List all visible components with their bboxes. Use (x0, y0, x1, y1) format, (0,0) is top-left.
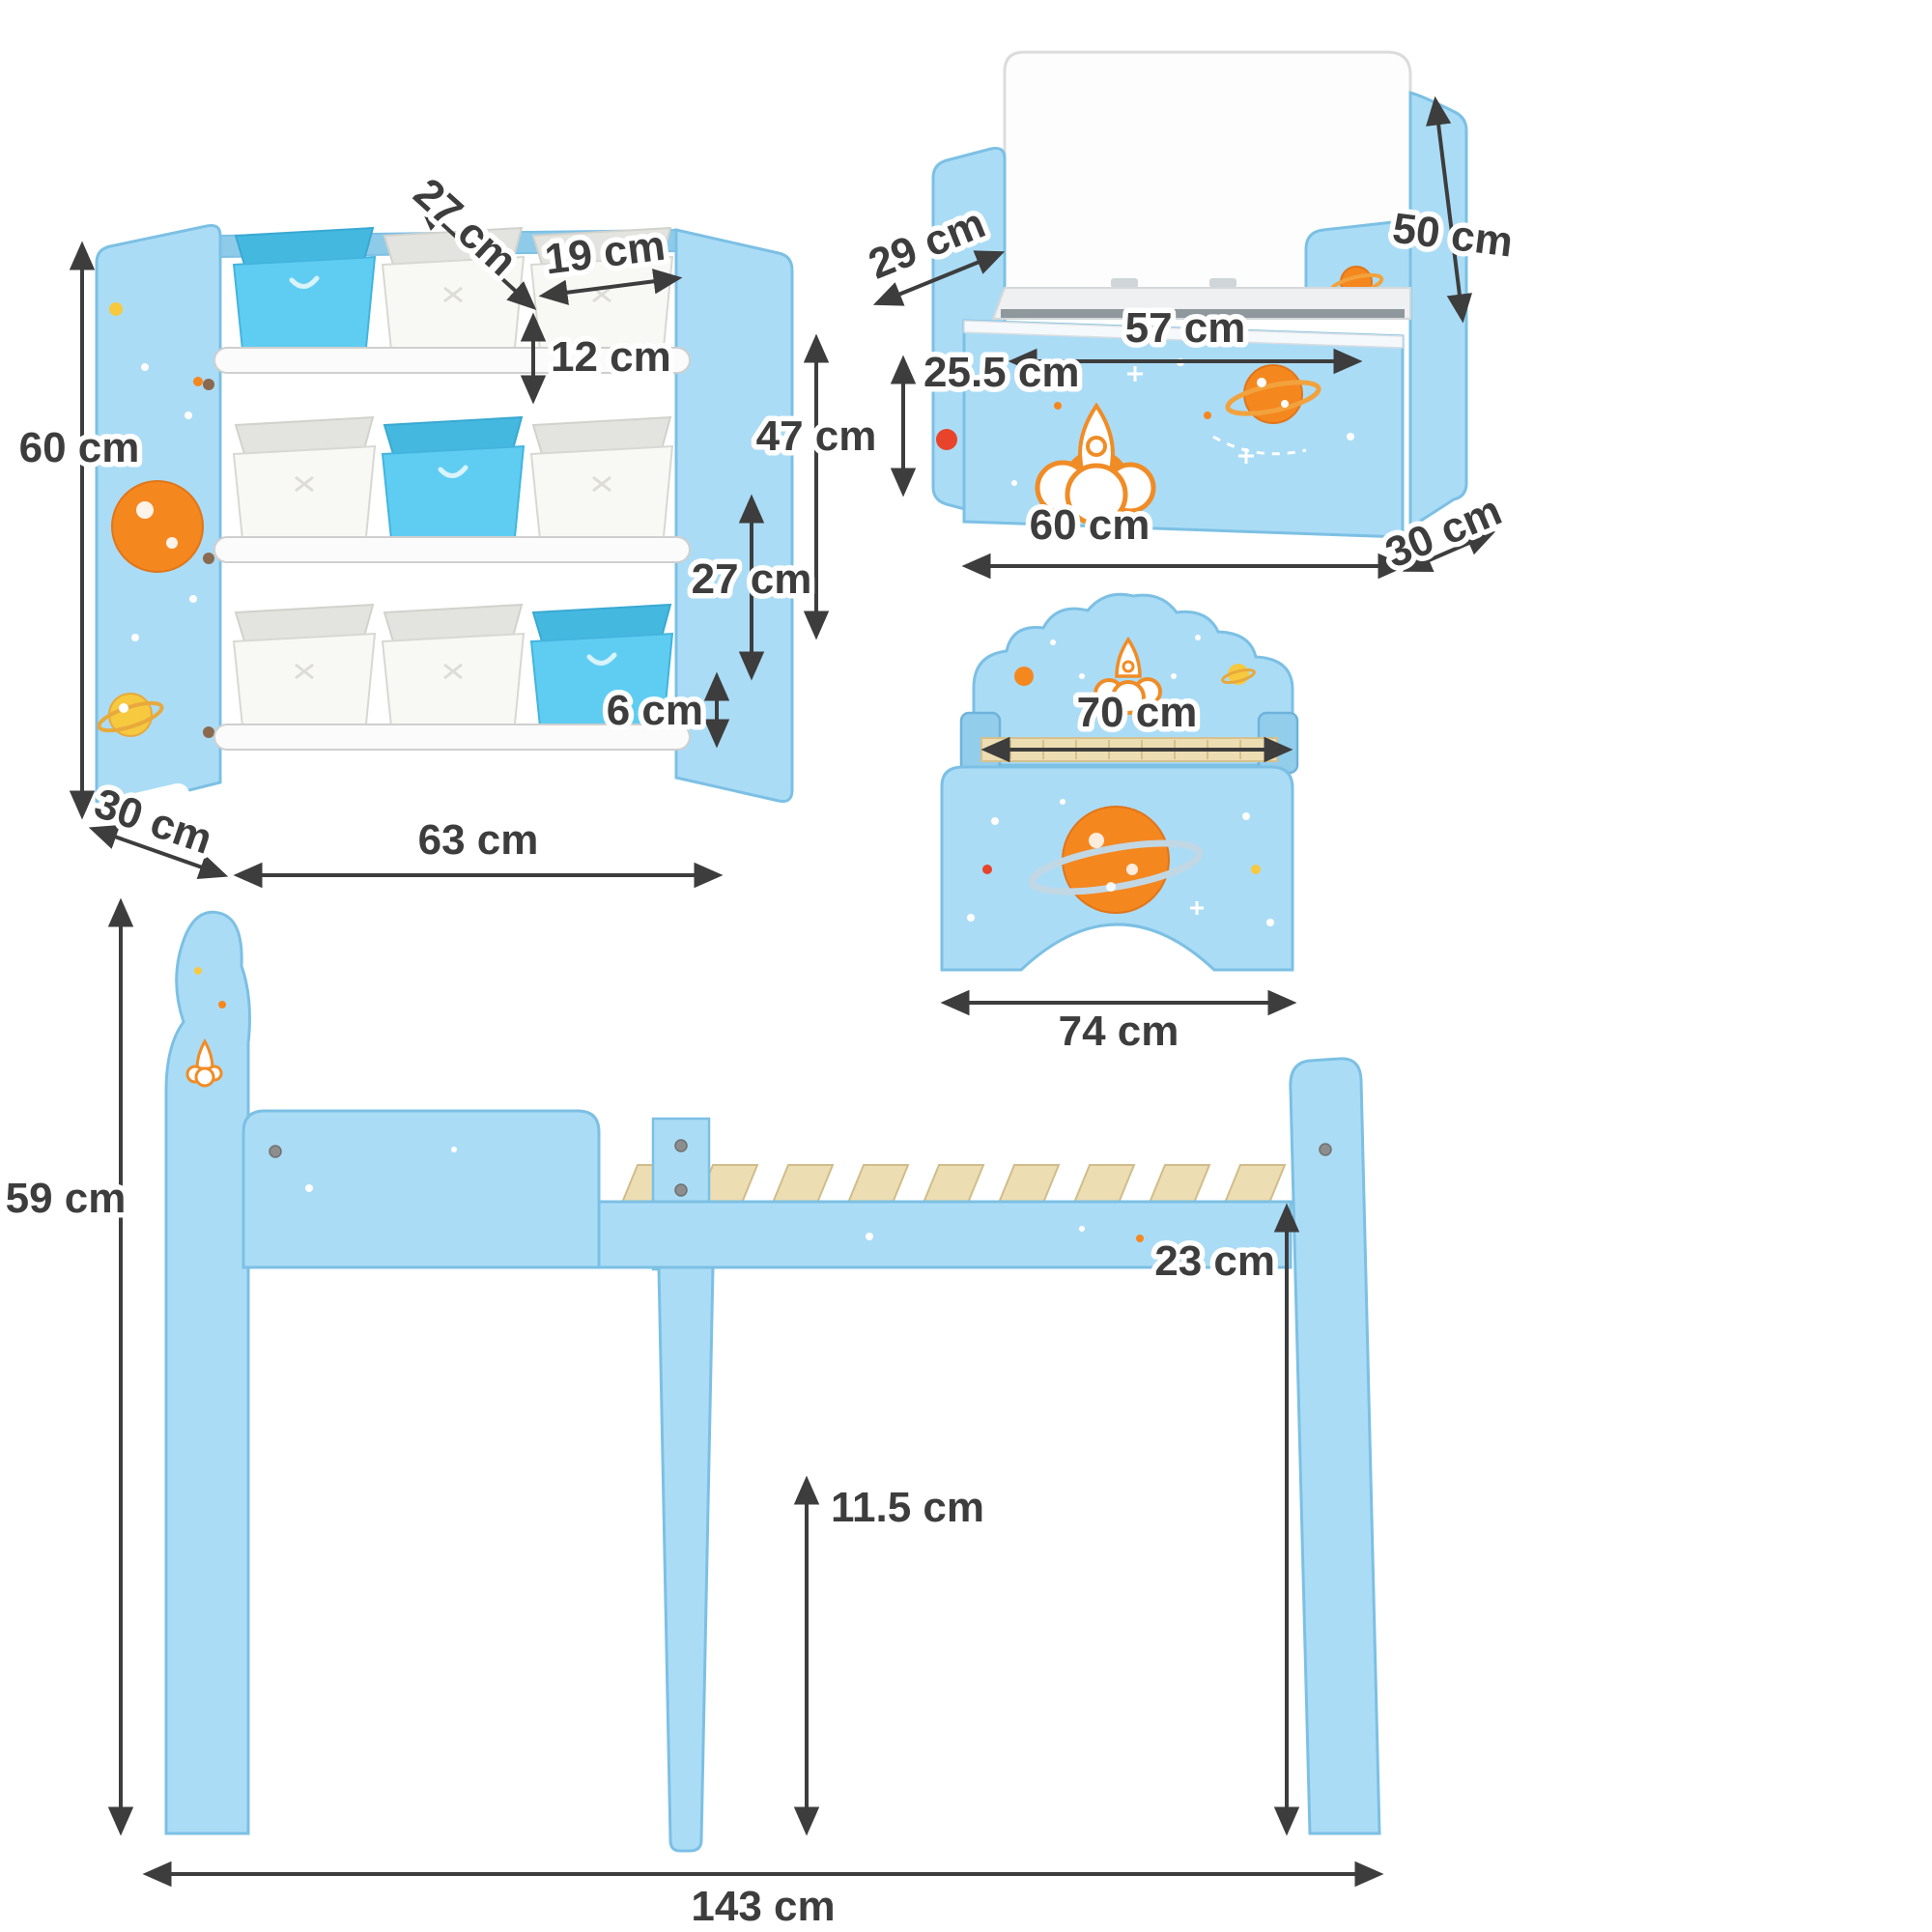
toybox-front-rim (963, 320, 1404, 349)
dim-label-organizer-height: 60 cm (19, 424, 140, 471)
dim-label-lower-section: 27 cm (692, 555, 812, 603)
bed-side-screws (269, 1139, 1332, 1197)
organizer-ringed-planet-decal (97, 693, 164, 737)
dim-label-bed-height: 59 cm (6, 1175, 127, 1222)
dimension-arrow-box-depth (1402, 530, 1496, 573)
bed-side-dimensions: 59 cm 23 cm 11.5 cm 143 cm (0, 897, 1384, 1932)
dim-label-upper-section: 47 cm (756, 412, 877, 460)
bed-headboard-planet-decals (1014, 635, 1256, 686)
toy-box-illustration: 29 cm 57 cm 50 cm 25.5 cm 60 cm 30 cm (857, 50, 1520, 582)
organizer-bin-rows (213, 228, 691, 751)
dim-label-clearance: 11.5 cm (831, 1484, 984, 1531)
dimension-arrow-depth (88, 825, 229, 879)
organizer-planet-decal (111, 480, 204, 573)
organizer-star-dots (109, 302, 203, 641)
bed-footboard-star-decals (967, 799, 1274, 926)
dimension-arrow-bin-depth (417, 201, 537, 311)
bed-side-center-leg (657, 1265, 715, 1853)
dim-label-foot-height: 6 cm (607, 687, 703, 734)
dim-label-bin-height: 12 cm (551, 333, 671, 381)
dimension-arrow-back-height (1426, 96, 1472, 324)
dim-label-inner-width: 57 cm (1125, 304, 1246, 352)
bed-side-footboard (1289, 1057, 1381, 1835)
organizer-rail (213, 347, 691, 374)
toybox-rocket-decal (1035, 402, 1156, 526)
dim-label-front-height: 25.5 cm (923, 349, 1079, 396)
dim-label-bed-width: 74 cm (1059, 1008, 1179, 1055)
dimension-arrow-bin-width (538, 269, 683, 305)
dim-label-rail-height: 23 cm (1154, 1237, 1275, 1285)
fabric-bin-blue (234, 228, 375, 359)
dim-label-organizer-width: 63 cm (418, 816, 539, 864)
dim-label-box-width: 60 cm (1030, 501, 1151, 549)
toybox-lid-slot (1001, 309, 1405, 318)
bed-headboard-rocket-decal (1094, 636, 1162, 715)
bed-front-dimensions: 70 cm 74 cm (940, 684, 1297, 1061)
bed-side-dot-decals (305, 1147, 1144, 1242)
bed-side-headboard (164, 910, 251, 1835)
dim-label-slat-width: 70 cm (1077, 689, 1198, 736)
toybox-planet-decal (1225, 364, 1321, 424)
organizer-rail (213, 724, 691, 751)
fabric-bin-white (529, 415, 674, 551)
toybox-hinge (1111, 278, 1138, 288)
organizer-screw-caps (203, 379, 214, 738)
bed-headboard (972, 592, 1294, 767)
bed-footboard-planet-decal (1028, 806, 1204, 914)
toybox-hinge (1209, 278, 1236, 288)
toybox-red-ball-decal (936, 429, 957, 450)
organizer-rail (213, 536, 691, 563)
dimension-arrow-seat-depth (872, 250, 1006, 306)
fabric-bin-white (232, 415, 377, 551)
fabric-bin-white (232, 603, 377, 738)
dim-label-bed-length: 143 cm (691, 1883, 835, 1930)
organizer-foot-notch (123, 782, 192, 827)
toybox-right-side-panel (1408, 91, 1468, 530)
fabric-bin-white (381, 603, 526, 738)
fabric-bin-blue (383, 417, 524, 549)
bed-front-illustration: 70 cm 74 cm (940, 592, 1299, 1061)
bed-side-headboard-rocket-decal (185, 967, 226, 1088)
bed-side-guard-rail (242, 1109, 601, 1269)
bed-side-illustration: 59 cm 23 cm 11.5 cm 143 cm (0, 897, 1384, 1932)
storage-organizer-illustration: 60 cm 30 cm 63 cm 27 cm 19 cm 12 cm 47 c… (14, 164, 882, 889)
